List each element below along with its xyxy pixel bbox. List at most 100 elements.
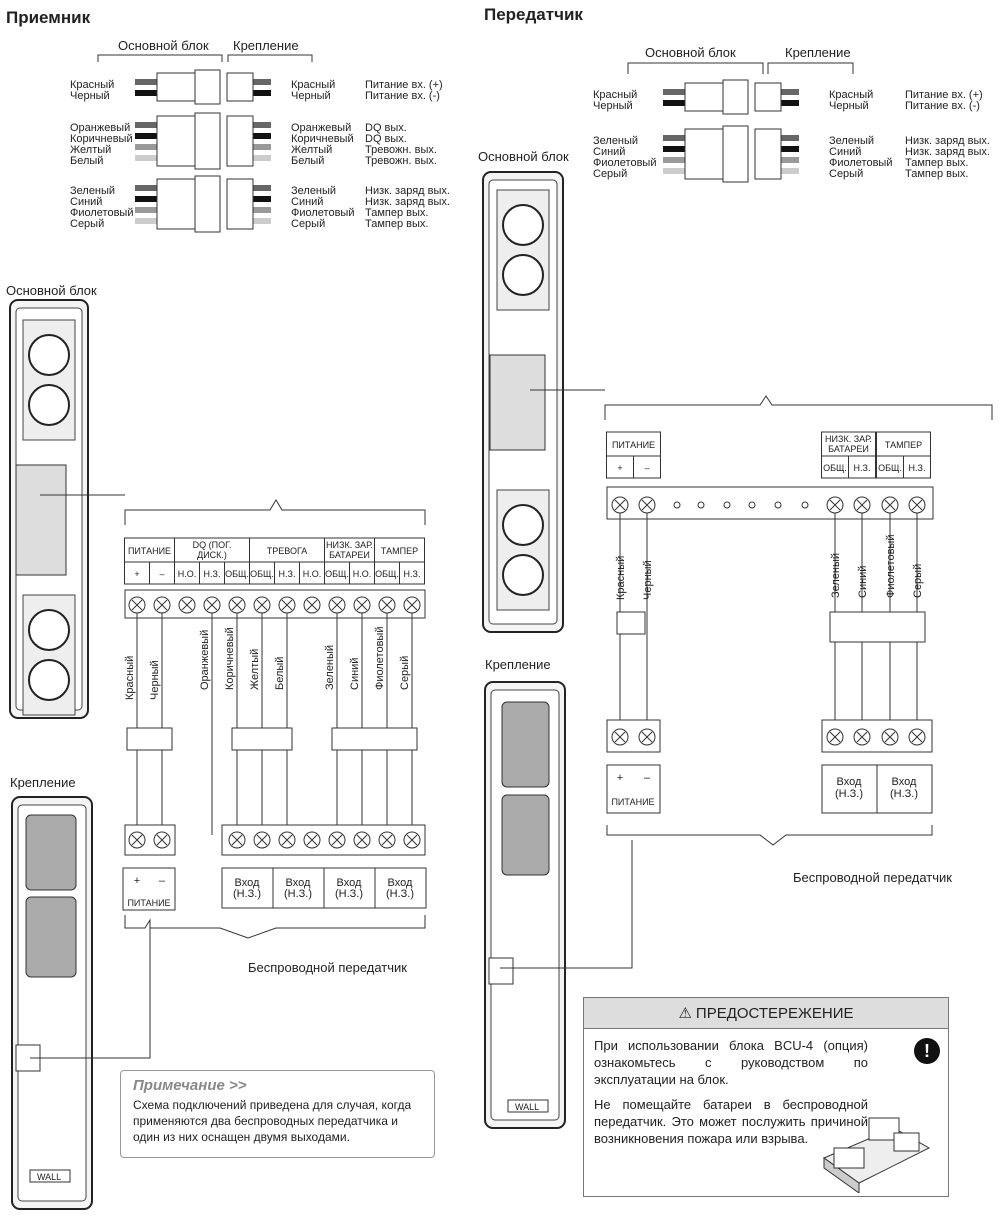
tx-terminal-board	[489, 354, 546, 451]
terminal-group-label: БАТАРЕИ	[828, 444, 869, 454]
screw-cross-icon	[256, 599, 268, 611]
wire-connector	[231, 727, 293, 751]
connector-left-label: Фиолетовый	[593, 157, 656, 169]
terminal-sub-label: Н.О.	[303, 569, 322, 579]
connector-signal-label: Питание вх. (-)	[365, 90, 440, 102]
wire-bundle	[135, 133, 157, 139]
connector-signal-label: Тревожн. вых.	[365, 144, 437, 156]
connector-left-label: Фиолетовый	[70, 207, 133, 219]
wire-label: Красный	[124, 656, 136, 700]
screw-cross-icon	[156, 834, 168, 846]
wall-label: WALL	[515, 1102, 539, 1112]
connector-signal-label: Питание вх. (-)	[905, 100, 980, 112]
lens	[28, 659, 70, 701]
wire-label: Синий	[349, 658, 361, 690]
mount-connector-socket	[754, 82, 782, 112]
rx-main-unit-label: Основной блок	[6, 283, 97, 298]
exclamation-icon: !	[914, 1038, 940, 1064]
wire-bundle	[135, 122, 157, 128]
wire-bundle	[781, 168, 799, 174]
connector-right-label: Коричневый	[291, 133, 354, 145]
wire-label: Черный	[642, 560, 654, 600]
main-connector-plug	[684, 82, 724, 112]
main-connector-plug	[156, 115, 196, 167]
wire-label: Зеленый	[324, 645, 336, 690]
note-box: Примечание >> Схема подключений приведен…	[120, 1070, 435, 1158]
rx-conn-header-bracket	[97, 54, 313, 62]
connector-left-label: Серый	[593, 168, 627, 180]
screw-cross-icon	[206, 599, 218, 611]
transmitter-title: Передатчик	[484, 5, 583, 24]
screw-cross-icon	[381, 834, 393, 846]
input-label: Вход	[286, 877, 311, 889]
wire-bundle	[663, 146, 685, 152]
rx-conn-main-header: Основной блок	[118, 38, 209, 53]
lens	[502, 254, 544, 296]
input-box	[821, 764, 878, 814]
screw-cross-icon	[406, 599, 418, 611]
wire-label: Фиолетовый	[374, 627, 386, 690]
terminal-group-label: ПИТАНИЕ	[128, 546, 171, 556]
lens	[502, 554, 544, 596]
unused-terminal-hole	[801, 501, 809, 509]
lens	[28, 384, 70, 426]
caution-text-2: Не помещайте батареи в беспроводной пере…	[594, 1097, 868, 1146]
screw-cross-icon	[331, 834, 343, 846]
wire-label: Красный	[615, 556, 627, 600]
screw-cross-icon	[641, 499, 653, 511]
wire-label: Синий	[857, 566, 869, 598]
input-box	[221, 867, 274, 909]
terminal-group-header	[249, 537, 325, 563]
wire-bundle	[663, 135, 685, 141]
wire-bundle	[663, 168, 685, 174]
connector-signal-label: Низк. заряд вых.	[905, 135, 990, 147]
tx-conn-header-bracket	[627, 62, 854, 74]
wire-connector	[829, 611, 926, 643]
screw-cross-icon	[306, 834, 318, 846]
connector-right-label: Фиолетовый	[829, 157, 892, 169]
input-type: (Н.З.)	[335, 888, 363, 900]
mount-connector-socket	[226, 178, 254, 230]
screw-cross-icon	[884, 499, 896, 511]
unused-terminal-hole	[697, 501, 705, 509]
wire-connector	[126, 727, 173, 751]
input-box	[876, 764, 933, 814]
rx-conn-mount-header: Крепление	[233, 38, 299, 53]
connector-left-label: Серый	[70, 218, 104, 230]
connector-signal-label: Тампер вых.	[905, 168, 968, 180]
connector-right-label: Синий	[829, 146, 861, 158]
terminal-sub-label: –	[644, 463, 649, 473]
wire-connector	[616, 611, 646, 635]
connector-left-label: Черный	[70, 90, 110, 102]
screw-cross-icon	[856, 499, 868, 511]
wire-bundle	[781, 100, 799, 106]
wire-bundle	[663, 157, 685, 163]
screw-cross-icon	[131, 599, 143, 611]
connector-right-label: Оранжевый	[291, 122, 351, 134]
main-connector-housing	[722, 79, 749, 115]
connector-left-label: Белый	[70, 155, 103, 167]
mount-connector-socket	[226, 72, 254, 102]
receiver-title: Приемник	[6, 8, 91, 27]
rx-wireless-label: Беспроводной передатчик	[248, 960, 407, 975]
terminal-sub-label: ОБЩ.	[375, 569, 399, 579]
wire-bundle	[135, 90, 157, 96]
wire-bundle	[253, 196, 271, 202]
rx-bottom-brace	[30, 915, 426, 1059]
note-title: Примечание >>	[133, 1077, 247, 1094]
screw-cross-icon	[614, 499, 626, 511]
wire-label: Белый	[274, 657, 286, 690]
tx-bottom-brace	[500, 825, 933, 969]
lens	[28, 334, 70, 376]
note-body: Схема подключений приведена для случая, …	[133, 1098, 412, 1144]
main-connector-housing	[194, 69, 221, 105]
input-label: Вход	[337, 877, 362, 889]
connector-left-label: Синий	[593, 146, 625, 158]
mount-connector-socket	[226, 115, 254, 167]
screw-cross-icon	[156, 599, 168, 611]
input-box	[374, 867, 427, 909]
screw-cross-icon	[356, 834, 368, 846]
mount-connector-socket	[754, 128, 782, 180]
caution-header: ⚠ ПРЕДОСТЕРЕЖЕНИЕ	[584, 998, 948, 1029]
terminal-group-label: НИЗК. ЗАР.	[825, 434, 872, 444]
